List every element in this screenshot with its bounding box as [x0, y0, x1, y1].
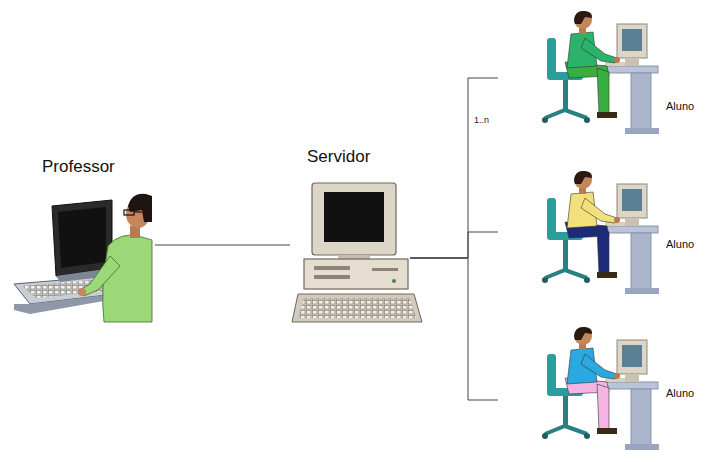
workstation-node: Aluno: [498, 8, 702, 143]
multiplicity-label: 1..n: [473, 116, 490, 126]
node-label: Servidor: [307, 148, 370, 167]
student-figure: [542, 11, 659, 134]
network-link: [155, 245, 290, 246]
node-label: Aluno: [666, 387, 694, 399]
node-label: Aluno: [666, 100, 694, 112]
workstation-node: Aluno: [498, 323, 702, 458]
network-link: [410, 78, 498, 258]
actor-node: Professor: [10, 152, 155, 327]
professor-figure: [14, 194, 152, 322]
server-figure: [292, 183, 422, 322]
workstation-node: Aluno: [498, 168, 702, 303]
network-link: [410, 232, 498, 258]
student-figure: [542, 327, 659, 450]
server-node: Servidor: [290, 143, 410, 325]
node-label: Aluno: [666, 238, 694, 250]
student-figure: [542, 171, 659, 294]
network-link: [410, 258, 498, 400]
node-label: Professor: [42, 158, 115, 177]
